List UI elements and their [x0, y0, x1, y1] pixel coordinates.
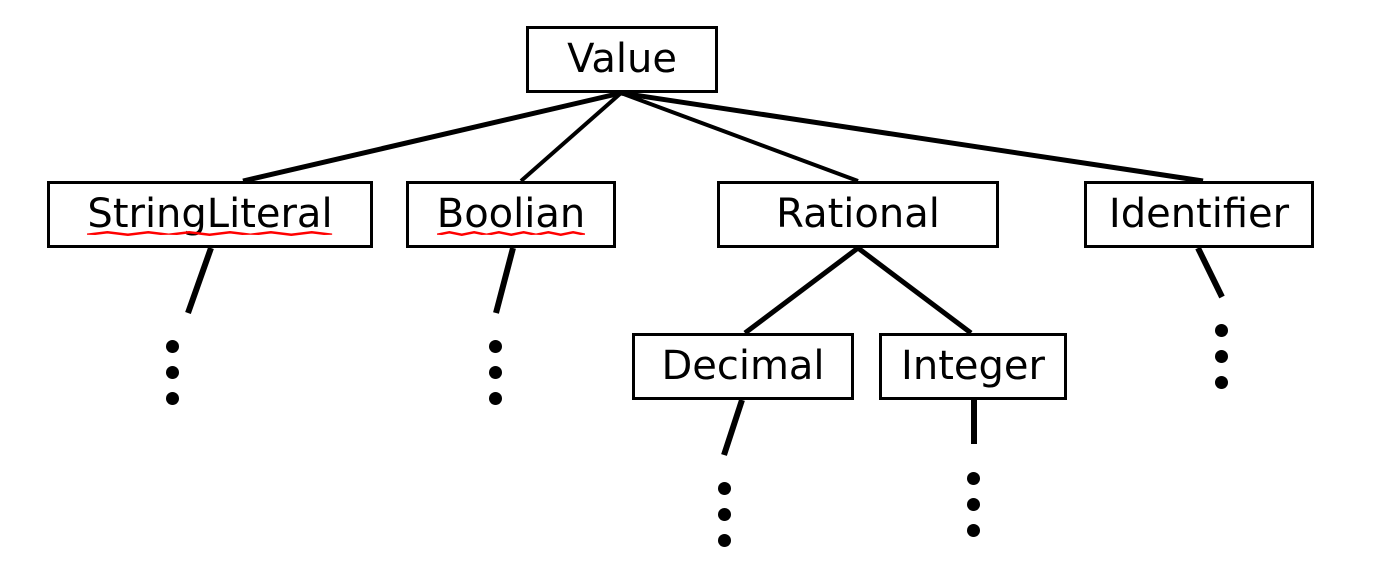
edge-value-stringliteral	[242, 90, 622, 184]
edge-boolian-more	[493, 247, 516, 314]
ellipsis-dot	[166, 392, 179, 405]
ellipsis-identifier	[1215, 324, 1228, 389]
edge-value-identifier	[620, 90, 1204, 184]
ellipsis-decimal	[718, 482, 731, 547]
ellipsis-stringliteral	[166, 340, 179, 405]
ellipsis-dot	[718, 482, 731, 495]
node-box-decimal[interactable]: Decimal	[632, 333, 854, 400]
edge-rational-decimal	[743, 246, 860, 335]
node-box-integer[interactable]: Integer	[879, 333, 1067, 400]
edge-rational-integer	[856, 246, 973, 335]
node-label-rational: Rational	[776, 190, 940, 237]
ellipsis-dot	[967, 498, 980, 511]
node-box-value[interactable]: Value	[526, 26, 718, 93]
node-label-identifier: Identifier	[1108, 190, 1290, 237]
node-box-rational[interactable]: Rational	[717, 181, 999, 248]
node-label-decimal: Decimal	[661, 342, 825, 389]
ellipsis-dot	[718, 508, 731, 521]
ellipsis-dot	[166, 340, 179, 353]
node-label-stringliteral: StringLiteral	[87, 190, 333, 237]
ellipsis-integer	[967, 472, 980, 537]
ellipsis-boolian	[489, 340, 502, 405]
node-box-identifier[interactable]: Identifier	[1084, 181, 1314, 248]
ellipsis-dot	[1215, 376, 1228, 389]
node-box-boolian[interactable]: Boolian	[406, 181, 616, 248]
ellipsis-dot	[1215, 350, 1228, 363]
ellipsis-dot	[1215, 324, 1228, 337]
ellipsis-dot	[166, 366, 179, 379]
ellipsis-dot	[489, 392, 502, 405]
node-box-stringliteral[interactable]: StringLiteral	[47, 181, 373, 248]
ellipsis-dot	[967, 524, 980, 537]
ellipsis-dot	[718, 534, 731, 547]
edge-stringliteral-more	[185, 246, 214, 315]
ellipsis-dot	[489, 340, 502, 353]
edge-value-boolian	[519, 91, 623, 183]
node-label-boolian: Boolian	[436, 190, 586, 237]
ellipsis-dot	[967, 472, 980, 485]
spellcheck-underline-boolian	[436, 230, 586, 236]
node-label-integer: Integer	[901, 342, 1045, 389]
ellipsis-dot	[489, 366, 502, 379]
spellcheck-underline-stringliteral	[87, 230, 333, 236]
edge-identifier-more	[1195, 246, 1225, 299]
edge-value-rational	[620, 91, 859, 183]
node-label-value: Value	[567, 35, 677, 82]
edge-decimal-more	[721, 399, 745, 456]
